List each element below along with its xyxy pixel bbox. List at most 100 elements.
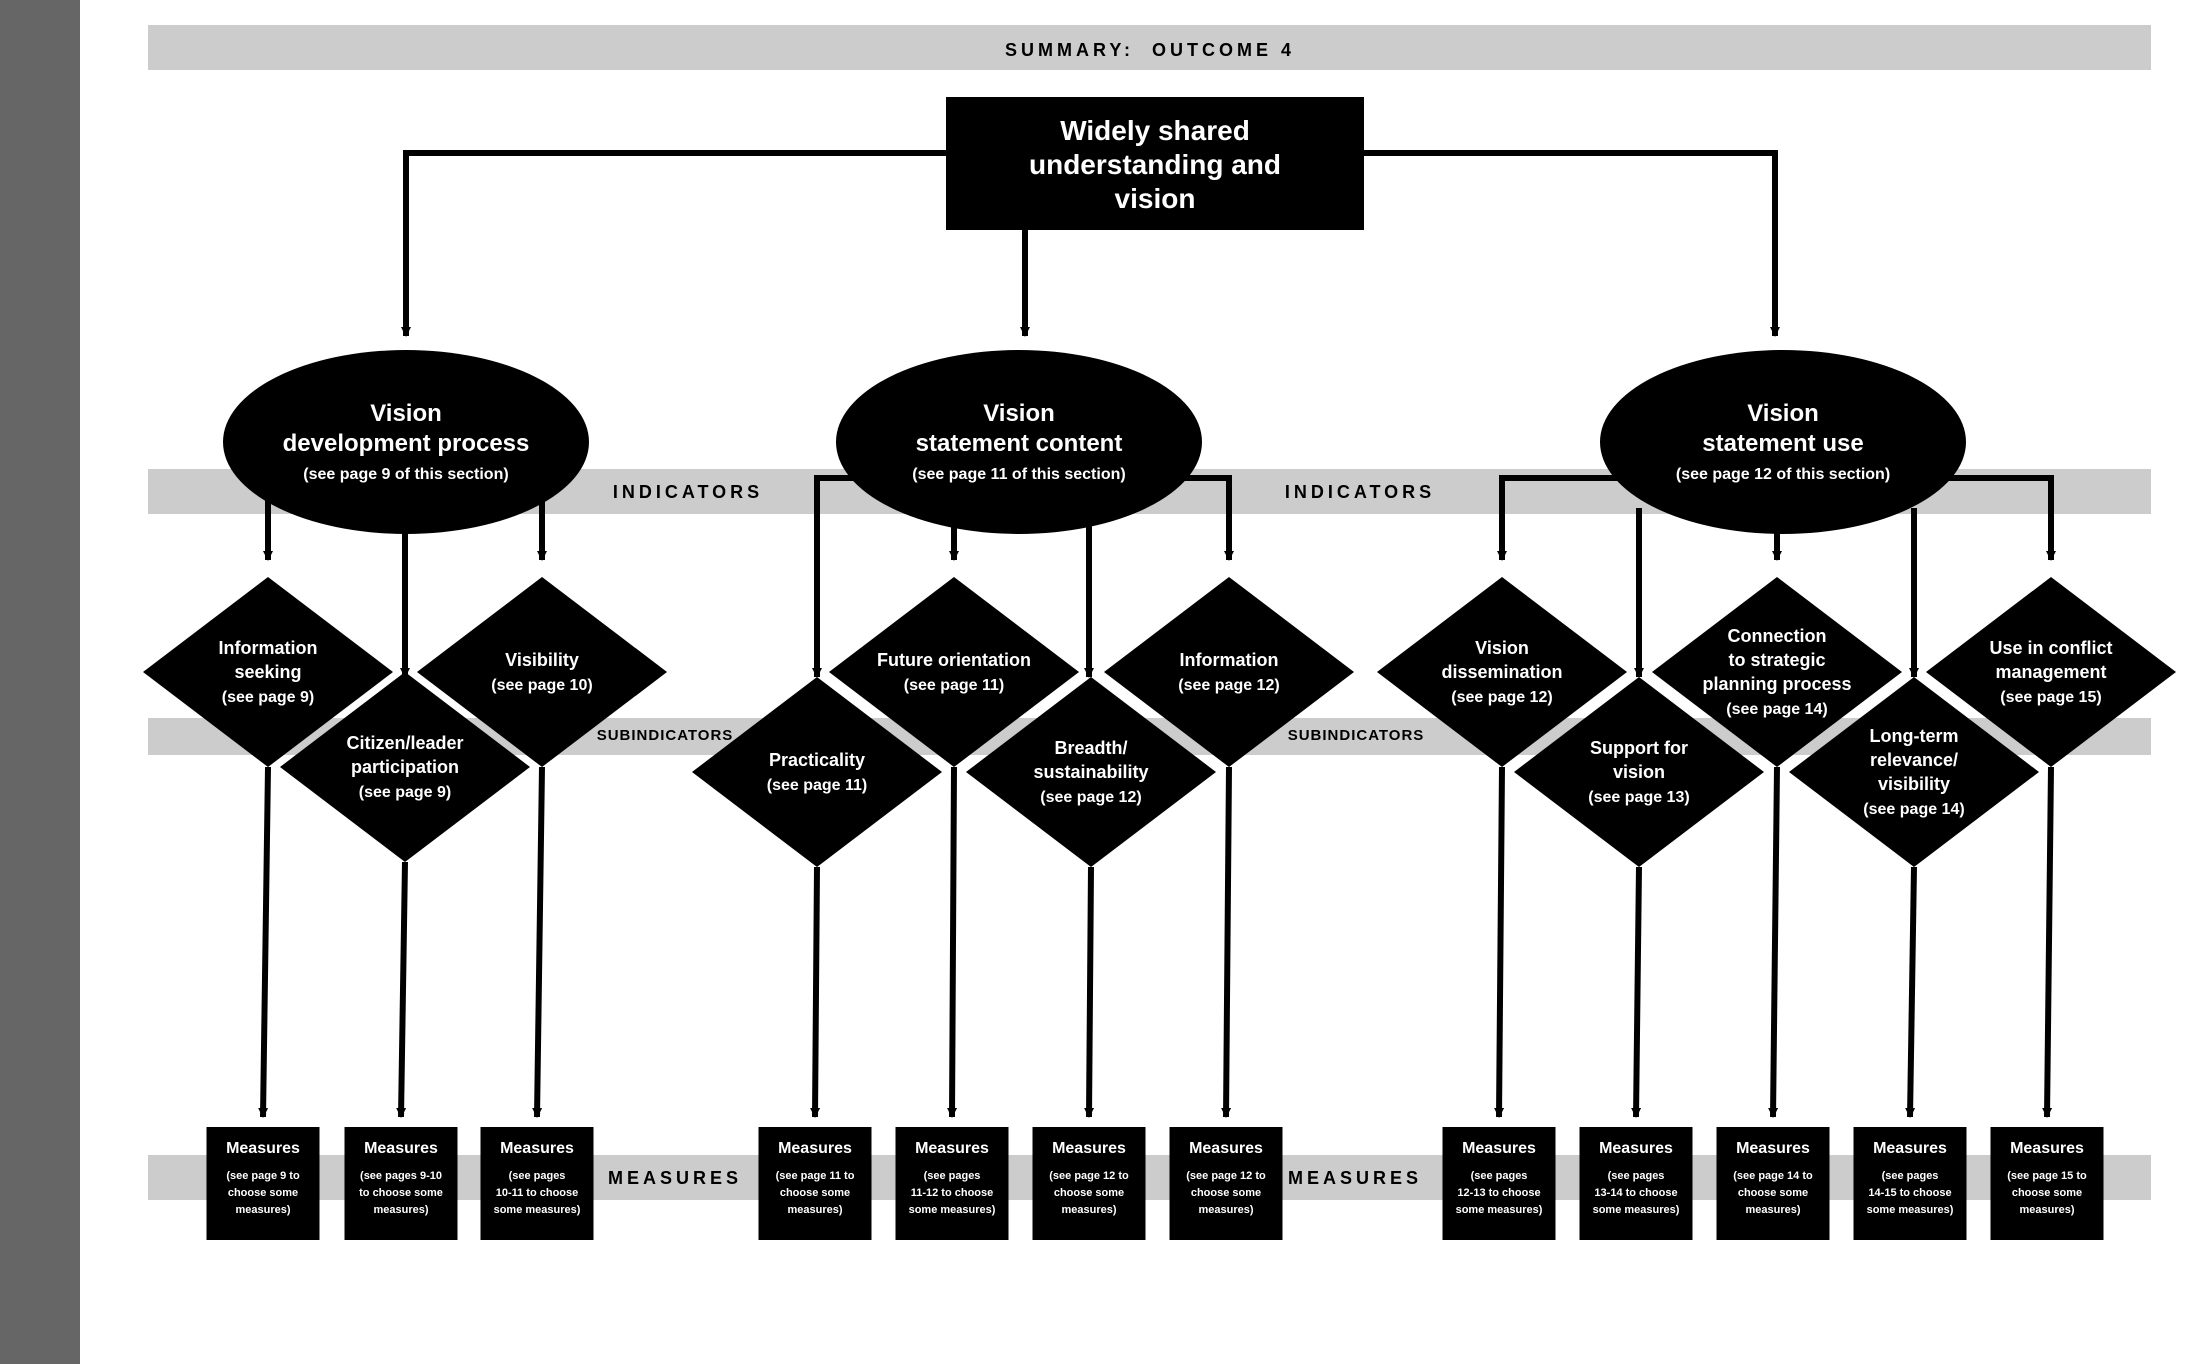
subindicator-label: Practicality [769, 750, 865, 770]
subindicator-label: Vision [1475, 638, 1529, 658]
measures-page-ref: measures) [235, 1204, 290, 1216]
measures-page-ref: 10-11 to choose [496, 1187, 579, 1199]
subindicator-label: Future orientation [877, 650, 1031, 670]
subindicator-s9: Support for vision (see page 13) [1514, 677, 1764, 867]
subindicator-diamond [280, 672, 530, 862]
subindicator-label: dissemination [1441, 662, 1562, 682]
subindicator-page-ref: (see page 12) [1451, 689, 1552, 706]
subindicator-page-ref: (see page 14) [1863, 801, 1964, 818]
measures-page-ref: (see page 12 to [1049, 1170, 1129, 1182]
measures-page-ref: (see pages 9-10 [360, 1170, 442, 1182]
connector-sub-6-to-measures [1084, 866, 1095, 1118]
measures-page-ref: (see page 9 to [226, 1170, 300, 1182]
subindicator-label: participation [351, 757, 459, 777]
measures-page-ref: 13-14 to choose [1594, 1187, 1677, 1199]
subindicator-diamond [1789, 677, 2039, 867]
connector-sub-11-to-measures [1905, 866, 1917, 1118]
measures-page-ref: measures) [1745, 1204, 1800, 1216]
subindicator-label: Breadth/ [1054, 738, 1127, 758]
subindicator-diamond [1514, 677, 1764, 867]
subindicator-diamond [1377, 577, 1627, 767]
measures-page-ref: (see pages [1471, 1170, 1528, 1182]
connector-sub-5-to-measures [947, 766, 958, 1118]
measures-page-ref: choose some [228, 1187, 298, 1199]
measures-title: Measures [1189, 1140, 1263, 1157]
measures-title: Measures [1736, 1140, 1810, 1157]
indicator-page-ref: (see page 12 of this section) [1676, 466, 1890, 483]
subindicator-label: Information [1180, 650, 1279, 670]
outcome-box [946, 97, 1364, 230]
connector-sub-4-to-measures [810, 866, 821, 1118]
indicator-ellipse [836, 350, 1202, 534]
measures-page-ref: measures) [787, 1204, 842, 1216]
page-edge-bar [0, 0, 80, 1364]
subindicator-s4: Practicality (see page 11) [692, 677, 942, 867]
header-band [148, 25, 2151, 70]
measures-rect [1579, 1127, 1693, 1240]
measures-page-ref: 14-15 to choose [1868, 1187, 1951, 1199]
subindicator-diamond [1926, 577, 2176, 767]
measures-page-ref: 11-12 to choose [911, 1187, 994, 1199]
indicator-label: statement content [916, 430, 1123, 457]
subindicators-band-label-right: SUBINDICATORS [1288, 727, 1425, 744]
measures-page-ref: (see pages [1882, 1170, 1939, 1182]
subindicator-label: visibility [1878, 774, 1950, 794]
measures-page-ref: measures) [373, 1204, 428, 1216]
subindicator-label: vision [1613, 762, 1665, 782]
connector-sub-8-to-measures [1494, 766, 1505, 1118]
outcome-label: understanding and [1029, 149, 1281, 180]
subindicator-label: Visibility [505, 650, 579, 670]
indicator-label: Vision [983, 400, 1055, 427]
subindicator-page-ref: (see page 15) [2000, 689, 2101, 706]
subindicator-s3: Visibility(see page 10) [417, 577, 667, 767]
subindicator-page-ref: (see page 12) [1178, 677, 1279, 694]
measures-page-ref: choose some [1738, 1187, 1808, 1199]
subindicator-page-ref: (see page 13) [1588, 789, 1689, 806]
measures-page-ref: (see pages [1608, 1170, 1665, 1182]
measures-title: Measures [1052, 1140, 1126, 1157]
measures-rect [344, 1127, 458, 1240]
indicator-page-ref: (see page 11 of this section) [912, 466, 1125, 483]
subindicator-label: Connection [1728, 626, 1827, 646]
measures-page-ref: measures) [1061, 1204, 1116, 1216]
indicator-label: statement use [1702, 430, 1863, 457]
subindicator-diamond [143, 577, 393, 767]
measures-rect [1853, 1127, 1967, 1240]
indicators-band-label-left: INDICATORS [613, 482, 763, 502]
subindicator-label: Use in conflict [1989, 638, 2112, 658]
subindicator-label: management [1995, 662, 2106, 682]
measures-page-ref: some measures) [1456, 1204, 1543, 1216]
subindicator-label: Support for [1590, 738, 1688, 758]
subindicator-s8: Vision dissemination (see page 12) [1377, 577, 1627, 767]
connector-sub-3-to-measures [532, 766, 545, 1118]
subindicator-label: relevance/ [1870, 750, 1958, 770]
indicator-label: Vision [1747, 400, 1819, 427]
connector-sub-12-to-measures [2042, 766, 2054, 1118]
measures-page-ref: some measures) [1867, 1204, 1954, 1216]
indicator-label: development process [283, 430, 530, 457]
measures-title: Measures [915, 1140, 989, 1157]
measures-rect [895, 1127, 1009, 1240]
measures-page-ref: some measures) [1593, 1204, 1680, 1216]
subindicator-page-ref: (see page 11) [767, 777, 868, 794]
connector-sub-10-to-measures [1768, 766, 1780, 1118]
measures-page-ref: (see page 15 to [2007, 1170, 2087, 1182]
connector-sub-9-to-measures [1631, 866, 1642, 1118]
connector-lines [258, 150, 2056, 1118]
subindicator-diamond [966, 677, 1216, 867]
connector-sub-2-to-measures [396, 861, 408, 1118]
subindicator-page-ref: (see page 12) [1040, 789, 1141, 806]
